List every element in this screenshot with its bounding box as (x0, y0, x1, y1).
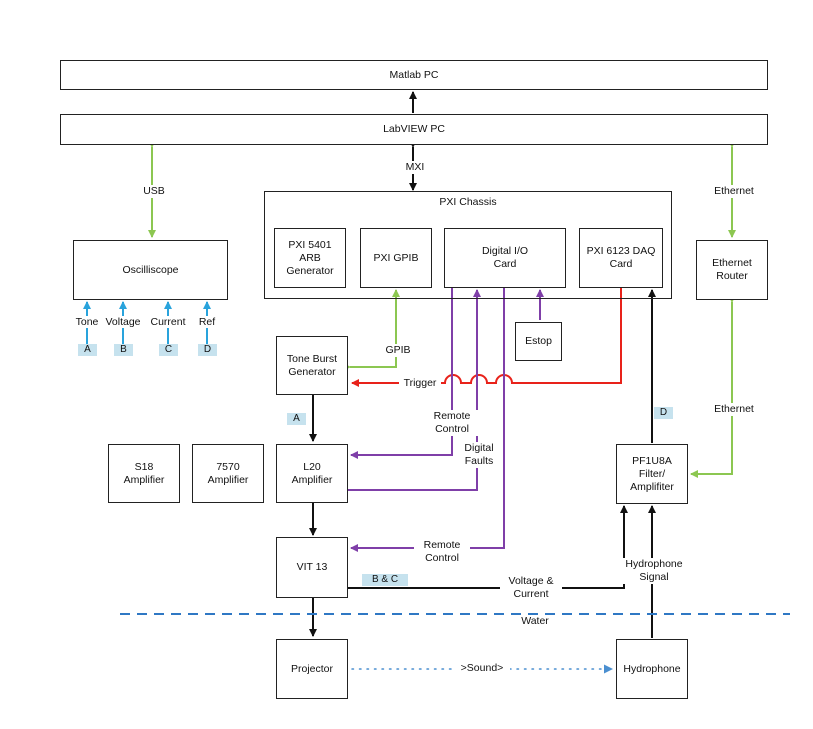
sound-label: >Sound> (454, 662, 510, 675)
l20-amplifier-label: L20 Amplifier (291, 460, 333, 486)
vit-out-tag: B & C (362, 574, 408, 586)
l20-amplifier-box: L20 Amplifier (276, 444, 348, 503)
pxi-6123-label: PXI 6123 DAQ Card (586, 245, 656, 270)
digital-faults-label: Digital Faults (456, 442, 502, 468)
digital-faults-line (348, 289, 481, 491)
input-ref-name: Ref (198, 316, 216, 328)
s18-amplifier-label: S18 Amplifier (123, 460, 165, 486)
input-current-tag: C (159, 344, 178, 356)
matlab-pc-box: Matlab PC (60, 60, 768, 90)
pf-in-tag: D (654, 407, 673, 419)
hydrophone-label: Hydrophone (623, 662, 681, 675)
gpib-link (343, 289, 400, 371)
vit13-label: VIT 13 (296, 561, 328, 573)
gpib-label: GPIB (379, 344, 417, 357)
tone-out-tag: A (287, 413, 306, 425)
tone-burst-label: Tone Burst Generator (286, 352, 338, 378)
s18-amplifier-box: S18 Amplifier (108, 444, 180, 503)
voltage-current-label: Voltage & Current (500, 575, 562, 601)
projector-box: Projector (276, 639, 348, 699)
ethernet-router-box: Ethernet Router (696, 240, 768, 300)
matlab-pc-label: Matlab PC (389, 68, 439, 81)
estop-label: Estop (525, 335, 552, 347)
remote-control-vit-line (350, 288, 505, 552)
oscilliscope-box: Oscilliscope (73, 240, 228, 300)
tone-burst-box: Tone Burst Generator (276, 336, 348, 395)
ethernet-top-label: Ethernet (707, 185, 761, 198)
projector-label: Projector (290, 662, 333, 675)
7570-amplifier-label: 7570 Amplifier (207, 460, 249, 486)
7570-amplifier-box: 7570 Amplifier (192, 444, 264, 503)
digital-io-label: Digital I/O Card (481, 245, 529, 270)
estop-box: Estop (515, 322, 562, 361)
ethernet-link-bottom (690, 295, 736, 478)
trigger-label: Trigger (399, 377, 441, 390)
input-voltage-name: Voltage (105, 316, 141, 328)
usb-label: USB (137, 185, 171, 198)
ethernet-router-label: Ethernet Router (712, 257, 752, 282)
remote-control-1-label: Remote Control (424, 410, 480, 436)
pf1u8a-box: PF1U8A Filter/ Amplifiter (616, 444, 688, 504)
mxi-label: MXI (398, 161, 432, 174)
input-current-name: Current (150, 316, 186, 328)
input-tone-name: Tone (75, 316, 99, 328)
remote-control-l20-line (350, 288, 453, 459)
pxi-gpib-label: PXI GPIB (373, 251, 419, 264)
pxi-gpib-box: PXI GPIB (360, 228, 432, 288)
labview-pc-box: LabVIEW PC (60, 114, 768, 145)
input-ref-tag: D (198, 344, 217, 356)
pxi-5401-label: PXI 5401 ARB Generator (286, 238, 334, 277)
ethernet-mid-label: Ethernet (707, 403, 761, 416)
digital-io-box: Digital I/O Card (444, 228, 566, 288)
pf1u8a-label: PF1U8A Filter/ Amplifiter (630, 454, 674, 493)
pxi-6123-box: PXI 6123 DAQ Card (579, 228, 663, 288)
oscilliscope-label: Oscilliscope (122, 263, 179, 276)
water-label: Water (515, 615, 555, 628)
voltage-current-line (348, 505, 628, 589)
labview-pc-label: LabVIEW PC (383, 123, 445, 135)
pxi-chassis-label: PXI Chassis (439, 196, 497, 208)
remote-control-2-label: Remote Control (414, 539, 470, 565)
trigger-line (351, 288, 622, 387)
pxi-chassis-box: PXI Chassis (264, 191, 672, 299)
hydrophone-signal-label: Hydrophone Signal (619, 558, 689, 584)
pxi-5401-box: PXI 5401 ARB Generator (274, 228, 346, 288)
input-tone-tag: A (78, 344, 97, 356)
hydrophone-box: Hydrophone (616, 639, 688, 699)
input-voltage-tag: B (114, 344, 133, 356)
vit13-box: VIT 13 (276, 537, 348, 598)
